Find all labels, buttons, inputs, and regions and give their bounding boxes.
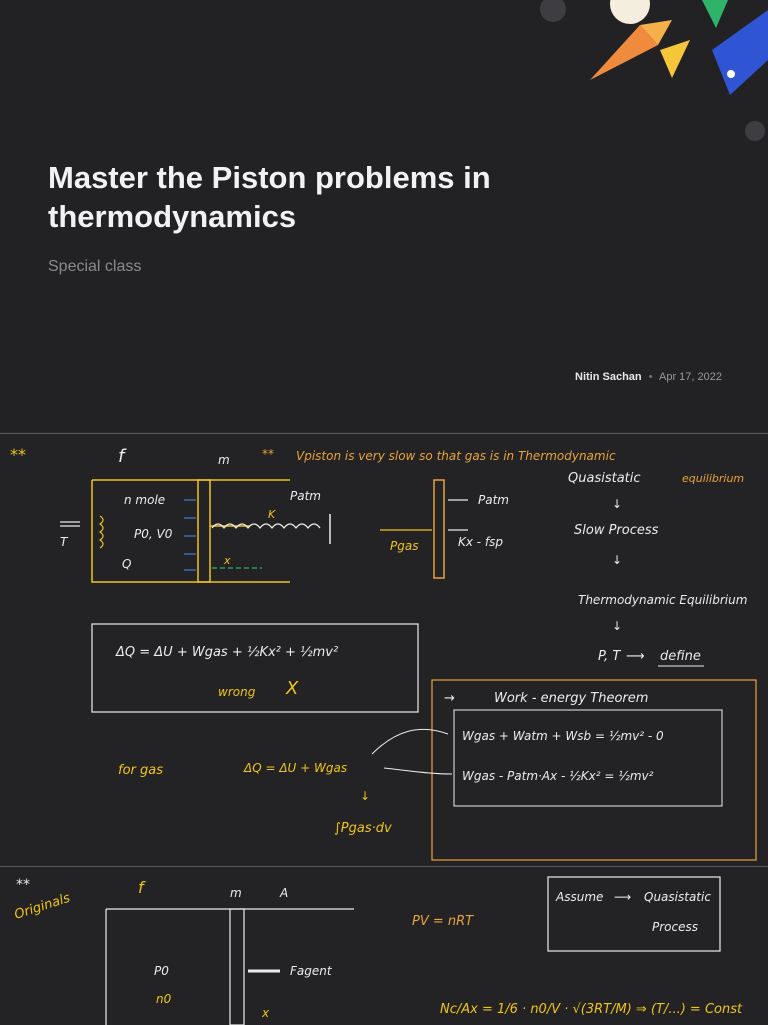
gas-pressure: P0 (154, 964, 169, 978)
fagent-label: Fagent (290, 964, 333, 978)
decor-dot (727, 70, 735, 78)
chain-thermo-eq: Thermodynamic Equilibrium (578, 593, 747, 607)
chain-slow-process: Slow Process (574, 523, 659, 538)
chain-pt: P, T (598, 649, 621, 664)
integral: ∫Pgas·dv (334, 821, 392, 836)
process-note: Vpiston is very slow so that gas is in T… (296, 449, 616, 463)
publish-date: Apr 17, 2022 (659, 371, 722, 383)
notes-slide-originals: ** Originals f m A P0 n0 Fagent x PV = n… (0, 866, 768, 1025)
wet-title: Work - energy Theorem (494, 691, 648, 706)
mass-label: m (230, 886, 242, 900)
gas-equation: ΔQ = ΔU + Wgas (243, 761, 347, 775)
wrong-equation: ΔQ = ΔU + Wgas + ½Kx² + ½mv² (115, 645, 338, 660)
note-stars: ** (262, 447, 274, 461)
chain-arrow: ↓ (612, 553, 622, 567)
link-arrow (371, 728, 449, 755)
decor-dot (540, 0, 566, 22)
pencil-tip (640, 20, 672, 45)
subtitle: Special class (48, 258, 142, 275)
star-shape (660, 40, 690, 78)
notes-slide-piston-spring: ** f m ** Vpiston is very slow so that g… (0, 433, 768, 866)
spring (211, 523, 321, 529)
assume-process: Process (652, 920, 698, 934)
chain-arrow: ↓ (612, 619, 622, 633)
decor-moon (610, 0, 650, 24)
assume-label: Assume (555, 890, 603, 904)
gas-eq-label: for gas (118, 763, 163, 778)
heat-label: Q (122, 557, 131, 571)
wet-equation-2: Wgas - Patm·Ax - ½Kx² = ½mv² (462, 769, 654, 783)
handwritten-notes: ** Originals f m A P0 n0 Fagent x PV = n… (13, 876, 743, 1025)
assume-arrow: ⟶ (614, 890, 631, 904)
heater-coil (98, 515, 104, 549)
chain-equilibrium: equilibrium (682, 472, 744, 485)
link-arrow (383, 767, 453, 775)
pencil-icon (590, 25, 658, 80)
piston-fbd (433, 479, 445, 579)
title-slide: Master the Piston problems in thermodyna… (0, 0, 768, 432)
separator: • (648, 371, 653, 383)
fbd-patm: Patm (478, 493, 509, 507)
decor-dot (745, 121, 765, 141)
originals-tag: Originals (13, 891, 73, 923)
chain-arrow: ↓ (612, 497, 622, 511)
page-title: Master the Piston problems in thermodyna… (48, 160, 491, 234)
chain-quasistatic: Quasistatic (568, 471, 641, 486)
wrong-mark: X (285, 678, 299, 699)
mass-label: m (218, 453, 230, 467)
area-label: A (279, 886, 288, 900)
patm-label: Patm (290, 489, 321, 503)
fbd-spring: Kx - fsp (458, 535, 503, 549)
wet-arrow: → (444, 691, 455, 706)
slide-footer: Nitin Sachan • Apr 17, 2022 (575, 371, 722, 383)
handwritten-notes: ** f m ** Vpiston is very slow so that g… (10, 445, 757, 861)
gas-moles: n0 (156, 992, 172, 1006)
assume-result: Quasistatic (644, 890, 711, 904)
wet-equation-1: Wgas + Watm + Wsb = ½mv² - 0 (462, 729, 664, 743)
pen-nib-icon (712, 10, 768, 95)
x-label: x (223, 554, 231, 567)
chain-arrow-right: ⟶ (626, 649, 645, 664)
force-label: f (118, 446, 127, 467)
work-energy-box (431, 679, 757, 861)
wet-inner-box (453, 709, 723, 807)
ground-label: T (60, 535, 69, 549)
decorative-art (540, 0, 768, 141)
ideal-gas-eq: PV = nRT (412, 914, 474, 929)
x-label: x (261, 1006, 270, 1020)
cylinder (91, 479, 290, 583)
assume-box (547, 876, 721, 952)
kinetic-equation: Nc/Ax = 1/6 · n0/V · √(3RT/M) ⇒ (T/...) … (440, 1002, 743, 1017)
pressure-arrows (184, 499, 196, 571)
stars-mark: ** (10, 445, 26, 464)
wrong-label: wrong (218, 685, 256, 699)
author-name: Nitin Sachan (575, 371, 642, 383)
chain-define: define (660, 649, 701, 664)
gas-state: P0, V0 (134, 527, 173, 541)
wrong-equation-box (91, 623, 419, 713)
decor-leaf (702, 0, 728, 28)
stars-mark: ** (16, 877, 30, 893)
force-label: f (138, 878, 146, 897)
fbd-arrows (448, 499, 468, 531)
gas-moles: n mole (124, 493, 165, 507)
fbd-pgas: Pgas (390, 539, 418, 553)
spring-constant: K (268, 508, 276, 521)
cylinder (105, 908, 354, 1025)
heater-terminal (60, 521, 80, 527)
integral-arrow: ↓ (360, 789, 370, 803)
